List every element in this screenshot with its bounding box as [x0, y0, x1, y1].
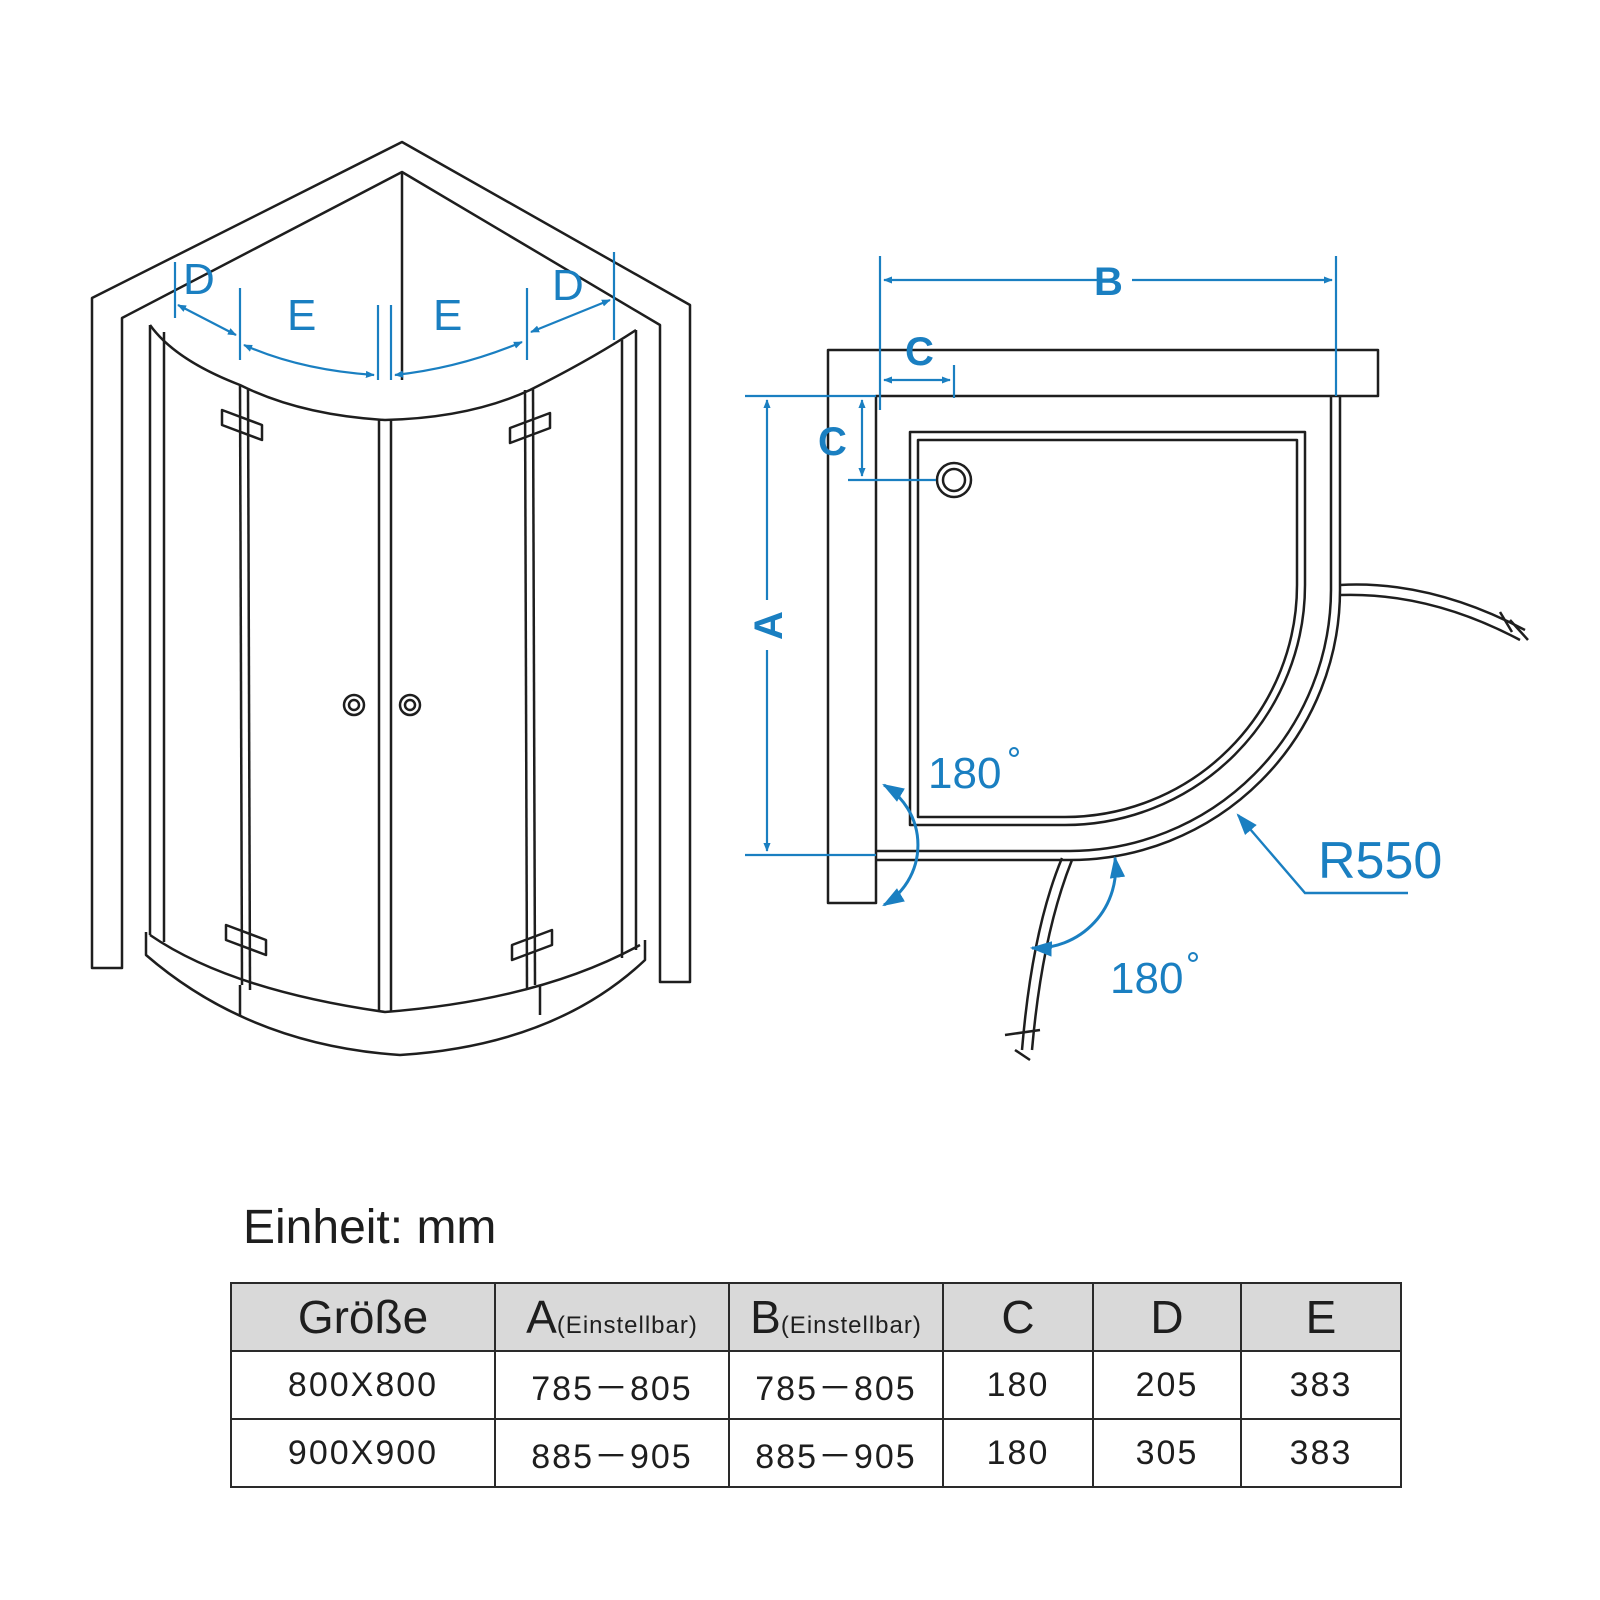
panel-edge-5: [523, 389, 529, 991]
dim-arrow-d-right: [530, 298, 611, 334]
open-door-right-b: [1339, 593, 1521, 642]
open-door-right-hinge: [1498, 611, 1529, 641]
cell-size: 900X900: [230, 1418, 496, 1488]
label-d-left: D: [183, 255, 215, 304]
cell-a: 885－905: [494, 1418, 730, 1488]
dim-arrow-d-left: [177, 304, 237, 336]
panel-edge-1: [238, 384, 244, 986]
cell-size: 800X800: [230, 1350, 496, 1420]
header-d: D: [1092, 1282, 1242, 1352]
header-c-label: C: [1001, 1291, 1035, 1343]
dimension-table: Größe A(Einstellbar) B(Einstellbar) C D …: [230, 1282, 1402, 1488]
isometric-dimensions: [173, 252, 616, 380]
header-a-sub: (Einstellbar): [556, 1312, 698, 1339]
label-angle-left: 180: [928, 749, 1001, 798]
label-a: A: [747, 611, 791, 640]
angle-arc-bottom: [1029, 855, 1126, 957]
table-header-row: Größe A(Einstellbar) B(Einstellbar) C D …: [230, 1282, 1402, 1352]
panel-edge-6: [531, 387, 537, 986]
label-angle-bottom: 180: [1110, 954, 1183, 1003]
header-b-sub: (Einstellbar): [780, 1312, 922, 1339]
cell-c: 180: [942, 1418, 1094, 1488]
header-d-label: D: [1150, 1291, 1184, 1343]
header-b: B(Einstellbar): [728, 1282, 944, 1352]
plan-dimensions: [745, 256, 1408, 957]
label-d-right: D: [552, 261, 584, 310]
drain-inner: [941, 467, 967, 493]
tray-plan-outer: [908, 430, 1307, 827]
handle-right-inner: [403, 698, 417, 712]
open-door-bottom-hinge: [1004, 1028, 1041, 1062]
header-e-label: E: [1305, 1291, 1337, 1343]
cell-e: 383: [1240, 1350, 1402, 1420]
dim-arrow-e-right: [394, 340, 523, 378]
hinge-bottom-left: [224, 923, 268, 957]
cell-c: 180: [942, 1350, 1094, 1420]
header-b-label: B: [750, 1291, 781, 1343]
door-top-arc: [148, 324, 637, 422]
dim-arrow-e-left: [243, 343, 375, 379]
table-row: 800X800 785－805 785－805 180 205 383: [230, 1350, 1402, 1420]
header-a-label: A: [526, 1291, 557, 1343]
cell-b: 885－905: [728, 1418, 944, 1488]
degree-mark-bottom: [1188, 952, 1198, 962]
header-c: C: [942, 1282, 1094, 1352]
handle-left-inner: [347, 698, 361, 712]
handle-left: [342, 693, 366, 717]
cell-e: 383: [1240, 1418, 1402, 1488]
header-a: A(Einstellbar): [494, 1282, 730, 1352]
open-door-right-a: [1339, 583, 1526, 632]
tray-outline: [144, 932, 647, 1057]
unit-title: Einheit: mm: [243, 1201, 497, 1254]
hinge-bottom-right: [510, 928, 554, 962]
wall-top-outline: [90, 140, 692, 984]
door-plan-arc-inner: [1069, 589, 1333, 853]
cell-a: 785－805: [494, 1350, 730, 1420]
cell-d: 305: [1092, 1418, 1242, 1488]
cell-d: 205: [1092, 1350, 1242, 1420]
table-row: 900X900 885－905 885－905 180 305 383: [230, 1418, 1402, 1488]
degree-mark-left: [1009, 747, 1019, 757]
handle-right: [398, 693, 422, 717]
open-door-bottom-a: [1020, 857, 1064, 1051]
tray-top-arc: [149, 933, 641, 1014]
header-size-label: Größe: [297, 1291, 429, 1343]
label-radius: R550: [1318, 832, 1442, 890]
angle-arc-left: [882, 783, 920, 907]
tray-plan-inner: [916, 438, 1299, 819]
label-c-top: C: [905, 330, 934, 374]
label-e-left: E: [287, 291, 316, 340]
drain-outer: [935, 461, 973, 499]
hinge-top-left: [220, 408, 264, 442]
label-c-side: C: [818, 420, 847, 464]
radius-leader: [1236, 813, 1408, 895]
isometric-view: [90, 140, 692, 1057]
hinge-top-right: [508, 411, 552, 445]
cell-b: 785－805: [728, 1350, 944, 1420]
door-plan-arc-outer: [1069, 589, 1342, 862]
panel-edge-2: [246, 387, 252, 991]
header-size: Größe: [230, 1282, 496, 1352]
label-b: B: [1094, 260, 1123, 304]
header-e: E: [1240, 1282, 1402, 1352]
label-e-right: E: [433, 291, 462, 340]
